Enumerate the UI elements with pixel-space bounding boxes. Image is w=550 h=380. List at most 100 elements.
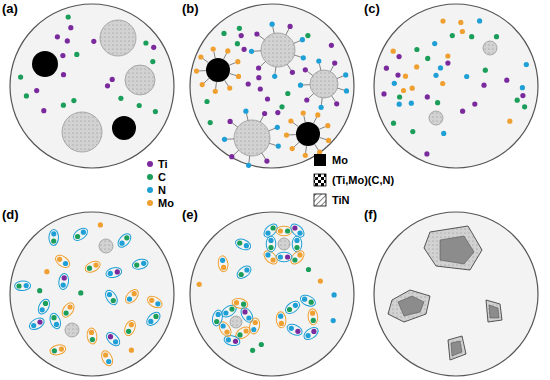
atom-dot — [275, 110, 280, 115]
bond-line — [248, 156, 250, 163]
bond-line — [332, 96, 336, 102]
precipitate-core — [398, 296, 424, 316]
atom-dot — [118, 96, 123, 101]
atom-dot — [75, 234, 80, 239]
pair-outline — [266, 236, 276, 252]
legend-swatch — [147, 187, 153, 193]
pair-outline — [99, 349, 115, 368]
atom-dot — [71, 98, 76, 103]
precipitate-core — [489, 305, 499, 318]
atom-dot — [60, 53, 65, 58]
atom-dot — [225, 48, 230, 53]
panel-label: (f) — [364, 208, 377, 221]
atom-dot — [197, 282, 202, 287]
panel-label: (b) — [182, 2, 199, 15]
atom-dot — [306, 333, 311, 338]
atom-dot — [51, 231, 56, 236]
melt-circle — [374, 212, 538, 376]
atom-dot — [200, 82, 205, 87]
atom-dot — [483, 68, 488, 73]
atom-dot — [107, 292, 112, 297]
atom-dot — [303, 67, 308, 72]
atom-dot — [43, 301, 48, 306]
atom-dot — [214, 319, 219, 324]
bond-line — [247, 114, 249, 121]
atom-dot — [226, 337, 231, 342]
tin-particle — [234, 120, 270, 156]
pair-outline — [276, 311, 287, 328]
atom-dot — [275, 125, 280, 130]
atom-dot — [292, 257, 297, 262]
atom-dot — [89, 330, 94, 335]
atom-dot — [227, 86, 232, 91]
atom-dot — [251, 327, 256, 332]
atom-dot — [52, 348, 57, 353]
atom-dot — [246, 315, 251, 320]
melt-circle — [10, 212, 174, 376]
atom-dot — [306, 267, 311, 272]
bond-line — [319, 64, 321, 71]
atom-dot — [24, 93, 29, 98]
atom-dot — [150, 59, 155, 64]
atom-dot — [228, 119, 233, 124]
precipitate-core — [451, 341, 462, 356]
atom-dot — [332, 61, 337, 66]
pair-outline — [302, 325, 321, 342]
atom-dot — [284, 133, 289, 138]
atom-dot — [106, 359, 111, 364]
atom-dot — [65, 38, 70, 43]
legend-text: Ti — [158, 159, 168, 170]
pair-outline — [27, 316, 46, 332]
atom-dot — [208, 120, 213, 125]
atom-dot — [41, 108, 46, 113]
bond-line — [214, 52, 216, 59]
atom-dot — [409, 101, 414, 106]
atom-dot — [242, 309, 247, 314]
atom-dot — [242, 47, 247, 52]
atom-dot — [115, 269, 120, 274]
atom-dot — [244, 267, 249, 272]
bond-line — [229, 63, 235, 66]
atom-dot — [61, 103, 66, 108]
bond-line — [309, 94, 314, 99]
bond-line — [337, 76, 344, 79]
pair-outline — [285, 322, 304, 337]
atom-dot — [132, 291, 137, 296]
atom-dot — [234, 300, 239, 305]
tin-particle — [483, 41, 497, 55]
legend-swatch — [147, 200, 153, 206]
atom-dot — [24, 283, 29, 288]
atom-dot — [272, 74, 277, 79]
pair-outline — [234, 237, 252, 252]
atom-dot — [237, 26, 242, 31]
pair-outline — [49, 343, 67, 356]
atom-dot — [445, 61, 450, 66]
atom-dot — [295, 329, 300, 334]
tin-particle — [278, 238, 290, 250]
atom-dot — [229, 154, 234, 159]
atom-dot — [464, 74, 469, 79]
atom-dot — [279, 104, 284, 109]
atom-dot — [244, 243, 249, 248]
atom-dot — [432, 41, 437, 46]
atom-dot — [246, 163, 251, 168]
pair-outline — [262, 248, 280, 266]
pair-outline — [144, 310, 162, 328]
atom-dot — [59, 347, 64, 352]
atom-dot — [520, 85, 525, 90]
atom-dot — [278, 228, 283, 233]
atom-dot — [153, 314, 158, 319]
atom-dot — [216, 312, 221, 317]
atom-dot — [450, 33, 455, 38]
atom-dot — [244, 328, 249, 333]
atom-dot — [319, 105, 324, 110]
atom-dot — [292, 225, 297, 230]
atom-dot — [289, 326, 294, 331]
legend-symbol — [314, 194, 326, 206]
pair-outline — [248, 317, 261, 335]
atom-dot — [276, 144, 281, 149]
atom-dot — [148, 319, 153, 324]
atom-dot — [384, 66, 389, 71]
atom-dot — [16, 283, 21, 288]
atom-dot — [265, 96, 270, 101]
